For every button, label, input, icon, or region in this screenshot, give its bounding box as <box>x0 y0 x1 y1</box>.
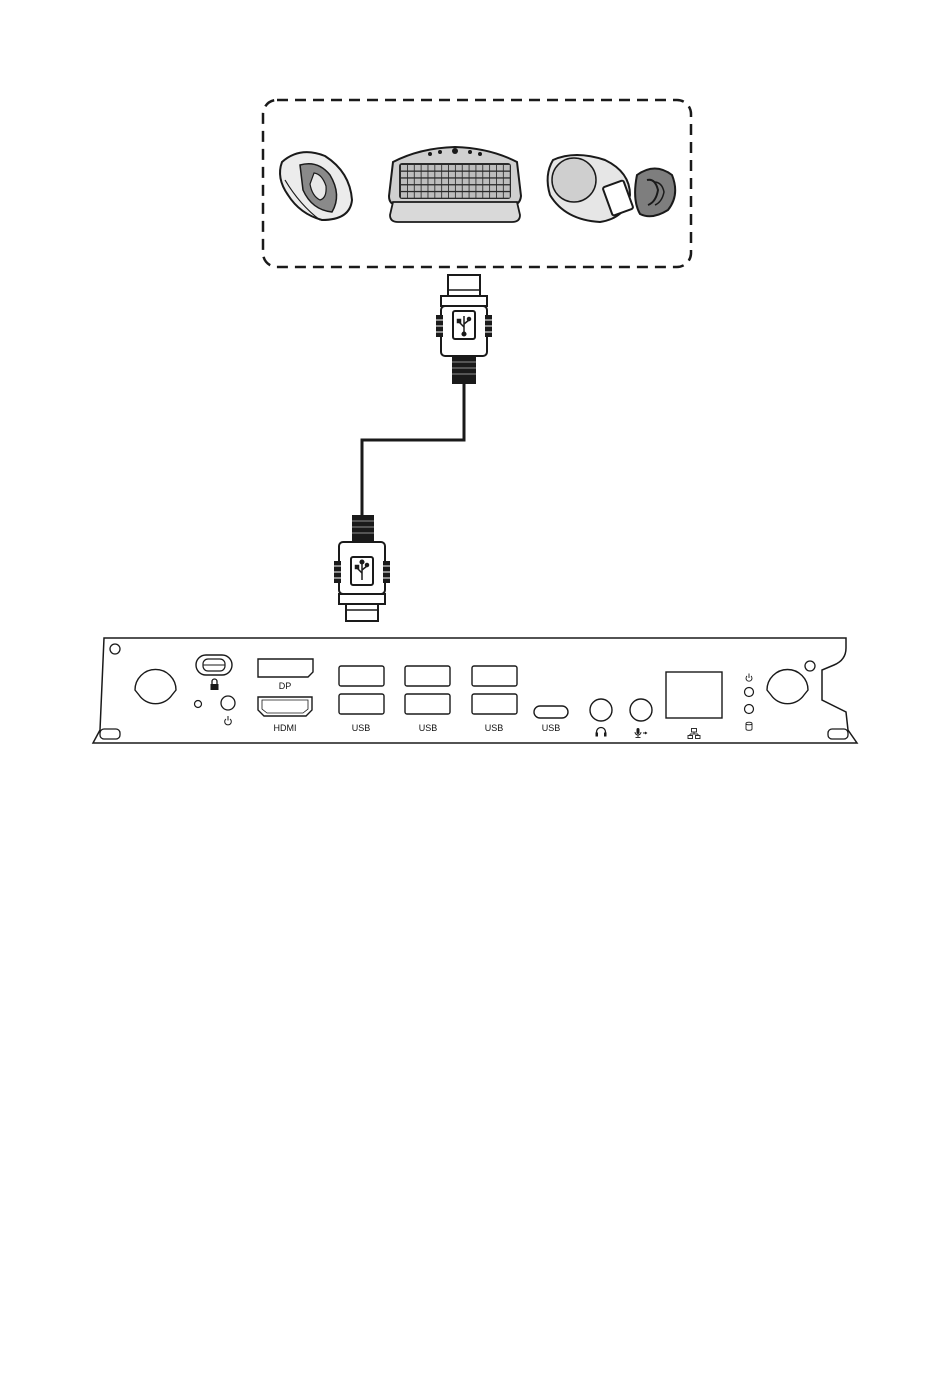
keyboard-key <box>490 185 496 191</box>
keyboard-key <box>490 172 496 178</box>
keyboard-key <box>456 192 462 198</box>
keyboard-key <box>463 179 469 185</box>
keyboard-key <box>463 192 469 198</box>
keyboard-key <box>463 185 469 191</box>
keyboard-key <box>470 165 476 171</box>
keyboard-key <box>442 172 448 178</box>
keyboard-key <box>415 179 421 185</box>
hdmi-label: HDMI <box>274 723 297 733</box>
keyboard-key <box>422 179 428 185</box>
keyboard-key <box>476 185 482 191</box>
keyboard-key <box>408 172 414 178</box>
keyboard-key <box>449 192 455 198</box>
keyboard-key <box>401 179 407 185</box>
keyboard-key <box>408 192 414 198</box>
keyboard-key <box>483 192 489 198</box>
keyboard-key <box>435 172 441 178</box>
dp-label: DP <box>279 681 292 691</box>
keyboard-key <box>490 192 496 198</box>
keyboard-key <box>401 172 407 178</box>
keyboard-key <box>422 172 428 178</box>
keyboard-key <box>449 172 455 178</box>
keyboard-key <box>504 179 510 185</box>
keyboard-key <box>442 165 448 171</box>
keyboard-key <box>470 179 476 185</box>
keyboard-key <box>497 165 503 171</box>
keyboard-key <box>442 185 448 191</box>
keyboard-key <box>497 172 503 178</box>
usb-label-1: USB <box>352 723 371 733</box>
keyboard-key <box>470 172 476 178</box>
keyboard-key <box>442 179 448 185</box>
keyboard-key <box>408 185 414 191</box>
usb-flash-drive-icon <box>548 155 676 222</box>
keyboard-key <box>449 165 455 171</box>
keyboard-key <box>415 192 421 198</box>
keyboard-key <box>497 185 503 191</box>
usb-label-3: USB <box>485 723 504 733</box>
keyboard-key <box>401 165 407 171</box>
usb-c-label: USB <box>542 723 561 733</box>
keyboard-key <box>456 172 462 178</box>
rear-io-panel: DP HDMI USB USB USB USB <box>93 638 857 743</box>
keyboard-key <box>463 172 469 178</box>
keyboard-key <box>490 179 496 185</box>
keyboard-key <box>456 185 462 191</box>
keyboard-key <box>476 172 482 178</box>
keyboard-key <box>483 172 489 178</box>
keyboard-key <box>428 172 434 178</box>
keyboard-key <box>415 172 421 178</box>
keyboard-key <box>497 179 503 185</box>
keyboard-key <box>483 185 489 191</box>
keyboard-key <box>463 165 469 171</box>
lower-usb-plug <box>334 515 390 621</box>
keyboard-key <box>490 165 496 171</box>
keyboard-key <box>442 192 448 198</box>
keyboard-key <box>415 165 421 171</box>
keyboard-key <box>504 165 510 171</box>
keyboard-key <box>415 185 421 191</box>
usb-keyboard-icon <box>389 147 521 222</box>
keyboard-key <box>449 185 455 191</box>
keyboard-key <box>504 185 510 191</box>
keyboard-key <box>422 192 428 198</box>
keyboard-key <box>428 179 434 185</box>
keyboard-key <box>401 192 407 198</box>
keyboard-key <box>435 165 441 171</box>
upper-usb-plug <box>436 275 492 384</box>
keyboard-key <box>435 179 441 185</box>
keyboard-key <box>422 185 428 191</box>
keyboard-key <box>428 165 434 171</box>
keyboard-key <box>476 192 482 198</box>
keyboard-key <box>483 179 489 185</box>
usb-label-2: USB <box>419 723 438 733</box>
keyboard-key <box>408 179 414 185</box>
keyboard-key <box>449 179 455 185</box>
keyboard-key <box>422 165 428 171</box>
keyboard-key <box>497 192 503 198</box>
keyboard-key <box>483 165 489 171</box>
keyboard-key <box>504 192 510 198</box>
keyboard-key <box>435 185 441 191</box>
keyboard-key <box>456 165 462 171</box>
keyboard-key <box>435 192 441 198</box>
keyboard-key <box>470 185 476 191</box>
keyboard-key <box>476 179 482 185</box>
keyboard-key <box>408 165 414 171</box>
keyboard-key <box>456 179 462 185</box>
usb-mouse-icon <box>280 152 352 220</box>
keyboard-key <box>470 192 476 198</box>
keyboard-key <box>476 165 482 171</box>
keyboard-key <box>428 192 434 198</box>
usb-cable <box>362 384 464 515</box>
keyboard-key <box>504 172 510 178</box>
keyboard-key <box>401 185 407 191</box>
keyboard-key <box>428 185 434 191</box>
